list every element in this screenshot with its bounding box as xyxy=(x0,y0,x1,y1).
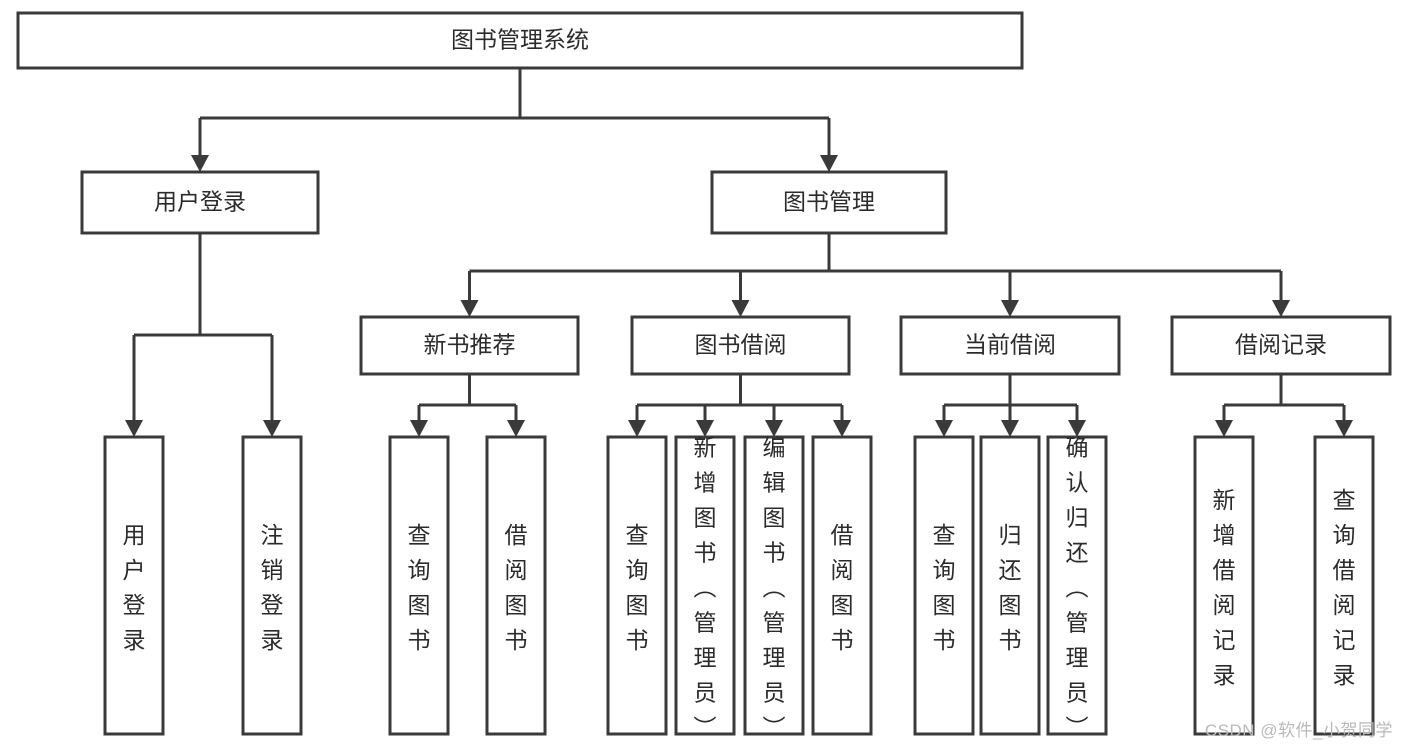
node-box-leaf-borrow-book-1[interactable] xyxy=(485,435,547,736)
node-label-leaf-query-book-2: 查询图书 xyxy=(626,522,649,653)
node-leaf-add-record[interactable]: 新增借阅记录 xyxy=(1193,435,1255,736)
node-box-root[interactable] xyxy=(16,11,1024,70)
node-box-leaf-add-record[interactable] xyxy=(1193,435,1255,736)
node-leaf-borrow-book-2[interactable]: 借阅图书 xyxy=(811,435,873,736)
node-label-borrow-record: 借阅记录 xyxy=(1235,332,1327,358)
node-leaf-add-book[interactable]: 新增图书︵管理员︶ xyxy=(674,434,736,740)
node-leaf-logout[interactable]: 注销登录 xyxy=(241,435,303,736)
node-box-leaf-edit-book[interactable] xyxy=(743,435,805,736)
node-label-leaf-query-record: 查询借阅记录 xyxy=(1333,487,1356,688)
node-label-leaf-confirm-return: 确认归还︵管理员︶ xyxy=(1066,434,1089,740)
node-leaf-borrow-book-1[interactable]: 借阅图书 xyxy=(485,435,547,736)
node-leaf-query-book-3[interactable]: 查询图书 xyxy=(913,435,975,736)
node-borrow-record[interactable]: 借阅记录 xyxy=(1170,315,1392,376)
node-leaf-query-book-2[interactable]: 查询图书 xyxy=(606,435,668,736)
node-leaf-query-book-1[interactable]: 查询图书 xyxy=(388,435,450,736)
node-box-book-borrow[interactable] xyxy=(630,315,851,376)
node-leaf-edit-book[interactable]: 编辑图书︵管理员︶ xyxy=(743,434,805,740)
node-book-manage[interactable]: 图书管理 xyxy=(710,170,948,235)
node-box-leaf-return-book[interactable] xyxy=(979,435,1041,736)
node-label-leaf-add-record: 新增借阅记录 xyxy=(1213,487,1236,688)
node-box-leaf-user-login[interactable] xyxy=(103,435,165,736)
node-box-leaf-query-book-3[interactable] xyxy=(913,435,975,736)
node-box-borrow-record[interactable] xyxy=(1170,315,1392,376)
node-box-book-manage[interactable] xyxy=(710,170,948,235)
node-label-leaf-logout: 注销登录 xyxy=(261,522,284,653)
node-label-root: 图书管理系统 xyxy=(451,27,589,53)
node-label-book-manage: 图书管理 xyxy=(783,189,875,215)
node-label-leaf-edit-book: 编辑图书︵管理员︶ xyxy=(763,434,786,740)
node-label-book-borrow: 图书借阅 xyxy=(695,332,787,358)
connector-group-book-manage xyxy=(460,233,1290,317)
node-box-leaf-query-book-1[interactable] xyxy=(388,435,450,736)
node-box-user-login[interactable] xyxy=(80,170,320,235)
node-current-borrow[interactable]: 当前借阅 xyxy=(899,315,1121,376)
node-root[interactable]: 图书管理系统 xyxy=(16,11,1024,70)
watermark-text: CSDN @软件_小贺同学 xyxy=(1204,721,1393,740)
node-label-leaf-query-book-1: 查询图书 xyxy=(408,522,431,653)
node-leaf-return-book[interactable]: 归还图书 xyxy=(979,435,1041,736)
node-label-leaf-user-login: 用户登录 xyxy=(123,522,146,653)
node-label-current-borrow: 当前借阅 xyxy=(964,332,1056,358)
node-leaf-user-login[interactable]: 用户登录 xyxy=(103,435,165,736)
node-new-book-rec[interactable]: 新书推荐 xyxy=(359,315,580,376)
node-label-leaf-add-book: 新增图书︵管理员︶ xyxy=(694,434,717,740)
node-leaf-confirm-return[interactable]: 确认归还︵管理员︶ xyxy=(1046,434,1108,740)
node-label-user-login: 用户登录 xyxy=(154,189,246,215)
node-box-leaf-add-book[interactable] xyxy=(674,435,736,736)
node-user-login[interactable]: 用户登录 xyxy=(80,170,320,235)
connector-layer xyxy=(125,68,1353,437)
node-label-leaf-borrow-book-2: 借阅图书 xyxy=(831,522,854,653)
node-label-new-book-rec: 新书推荐 xyxy=(424,332,516,358)
node-label-leaf-borrow-book-1: 借阅图书 xyxy=(505,522,528,653)
node-label-leaf-query-book-3: 查询图书 xyxy=(933,522,956,653)
node-box-leaf-logout[interactable] xyxy=(241,435,303,736)
connector-group-book-borrow xyxy=(628,374,851,437)
node-box-current-borrow[interactable] xyxy=(899,315,1121,376)
node-box-leaf-borrow-book-2[interactable] xyxy=(811,435,873,736)
node-box-leaf-confirm-return[interactable] xyxy=(1046,435,1108,736)
connector-group-new-book-rec xyxy=(410,374,525,437)
node-book-borrow[interactable]: 图书借阅 xyxy=(630,315,851,376)
connector-group-borrow-record xyxy=(1215,374,1353,437)
node-box-leaf-query-record[interactable] xyxy=(1313,435,1375,736)
connector-group-user-login xyxy=(125,233,281,437)
connector-group-current-borrow xyxy=(935,374,1086,437)
node-layer: 图书管理系统用户登录图书管理新书推荐图书借阅当前借阅借阅记录用户登录注销登录查询… xyxy=(16,11,1392,740)
node-box-leaf-query-book-2[interactable] xyxy=(606,435,668,736)
connector-group-root xyxy=(191,68,838,172)
node-leaf-query-record[interactable]: 查询借阅记录 xyxy=(1313,435,1375,736)
node-box-new-book-rec[interactable] xyxy=(359,315,580,376)
node-label-leaf-return-book: 归还图书 xyxy=(999,522,1022,653)
